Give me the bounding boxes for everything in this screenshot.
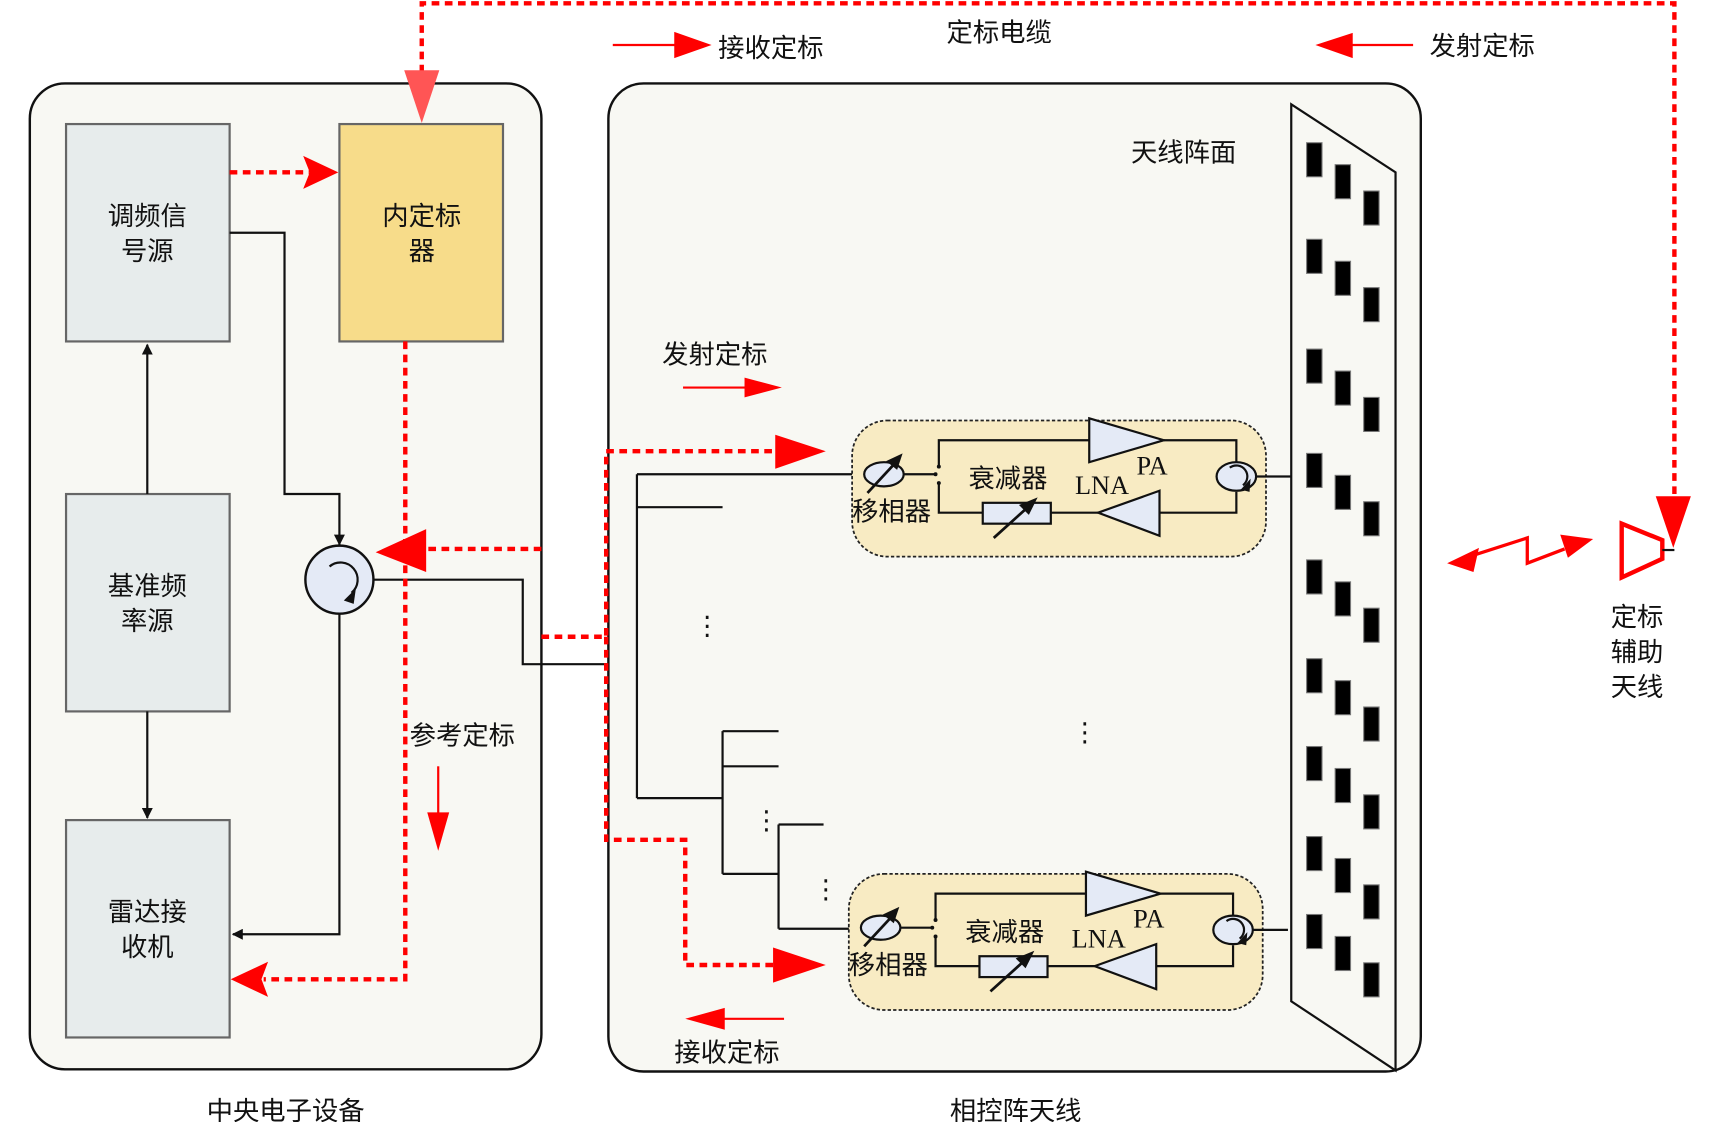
ellipsis-feed-2: ⋮ [753, 806, 779, 836]
antenna-element [1306, 238, 1323, 274]
antenna-element [1306, 348, 1323, 384]
antenna-element [1334, 680, 1352, 716]
lna-amplifier-icon [1094, 489, 1161, 538]
rx-calibration-label-top: 接收定标 [718, 34, 823, 64]
svg-text:定标: 定标 [1611, 603, 1664, 633]
phase-shifter-icon [859, 906, 902, 948]
svg-text:移相器: 移相器 [852, 497, 931, 527]
calibration-aux-antenna-label: 定标 辅助 天线 [1611, 603, 1664, 703]
phase-shifter-icon [863, 453, 905, 494]
rx-calibration-arrow-inner [685, 1007, 785, 1030]
ellipsis-feed-3: ⋮ [813, 875, 839, 905]
antenna-element [1306, 836, 1323, 872]
phased-array-caption: 相控阵天线 [950, 1097, 1082, 1122]
antenna-element [1306, 658, 1323, 694]
attenuator-icon [978, 950, 1049, 993]
antenna-element [1306, 452, 1323, 488]
wireless-link-icon [1447, 534, 1594, 572]
svg-text:LNA: LNA [1075, 471, 1129, 500]
calibration-path-central [229, 155, 542, 997]
tx-calibration-label-top: 发射定标 [1430, 32, 1535, 62]
svg-text:收机: 收机 [121, 933, 174, 963]
lna-amplifier-icon [1091, 942, 1158, 991]
svg-text:辅助: 辅助 [1611, 638, 1664, 668]
ellipsis-feed-1: ⋮ [694, 612, 720, 642]
svg-text:PA: PA [1133, 905, 1164, 934]
antenna-element [1334, 935, 1352, 972]
antenna-element [1363, 794, 1380, 830]
antenna-element [1334, 164, 1352, 200]
fm-signal-source-block: 调频信 号源 [64, 122, 231, 343]
module-circulator-icon [1215, 461, 1258, 492]
antenna-element [1334, 474, 1352, 510]
svg-text:天线: 天线 [1611, 673, 1664, 703]
internal-calibrator-block: 内定标 器 [338, 122, 505, 343]
array-face-label: 天线阵面 [1131, 138, 1236, 168]
svg-text:移相器: 移相器 [849, 951, 928, 981]
svg-text:号源: 号源 [121, 237, 174, 267]
module-circulator-icon [1212, 914, 1254, 946]
calibration-cable [404, 1, 1691, 548]
calibration-cable-label: 定标电缆 [947, 19, 1052, 49]
antenna-element [1334, 260, 1352, 296]
antenna-element [1363, 190, 1380, 226]
reference-calibration-label: 参考定标 [410, 721, 515, 751]
tx-calibration-label-inner: 发射定标 [662, 340, 767, 370]
tx-calibration-arrow-top [1315, 32, 1414, 59]
antenna-element [1306, 142, 1323, 178]
svg-text:率源: 率源 [121, 607, 174, 637]
antenna-element [1363, 706, 1380, 742]
antenna-element [1334, 857, 1352, 894]
antenna-element [1363, 287, 1380, 323]
circulator-icon [304, 544, 375, 615]
pa-amplifier-icon [1088, 416, 1168, 464]
svg-text:基准频: 基准频 [108, 572, 187, 602]
central-electronics-caption: 中央电子设备 [207, 1097, 365, 1122]
antenna-element [1363, 396, 1380, 433]
reference-frequency-source-block: 基准频 率源 [64, 492, 231, 713]
antenna-element [1363, 962, 1380, 998]
calibration-aux-antenna-icon [1619, 520, 1675, 581]
antenna-element [1363, 501, 1380, 537]
rx-calibration-arrow-top [612, 31, 712, 59]
rx-calibration-label-inner: 接收定标 [674, 1039, 779, 1069]
tr-module-bottom: 移相器 衰减器 PA LNA [847, 870, 1288, 1011]
feed-network [635, 473, 866, 930]
antenna-element [1306, 913, 1323, 950]
svg-text:衰减器: 衰减器 [968, 464, 1047, 494]
pa-amplifier-icon [1084, 870, 1165, 918]
svg-text:器: 器 [409, 237, 435, 267]
antenna-element [1334, 581, 1352, 617]
antenna-element [1306, 559, 1323, 595]
svg-text:调频信: 调频信 [108, 202, 187, 232]
calibration-path-array [541, 434, 826, 983]
tr-module-top: 移相器 衰减器 PA LNA [851, 416, 1292, 558]
svg-text:衰减器: 衰减器 [965, 918, 1044, 948]
attenuator-icon [981, 497, 1052, 539]
svg-text:LNA: LNA [1072, 924, 1126, 953]
reference-calibration-arrow [427, 766, 450, 851]
radar-receiver-block: 雷达接 收机 [64, 818, 231, 1039]
tx-calibration-arrow-inner [683, 377, 782, 398]
central-signal-wires [141, 231, 637, 940]
svg-text:PA: PA [1136, 451, 1167, 480]
antenna-array-face [1290, 102, 1397, 1073]
antenna-element [1363, 607, 1380, 643]
ellipsis-array: ⋮ [1072, 718, 1098, 748]
antenna-element [1306, 745, 1323, 782]
antenna-element [1334, 767, 1352, 804]
svg-text:雷达接: 雷达接 [108, 898, 187, 928]
svg-text:内定标: 内定标 [382, 202, 461, 232]
antenna-element [1334, 370, 1352, 406]
antenna-element [1363, 884, 1380, 920]
